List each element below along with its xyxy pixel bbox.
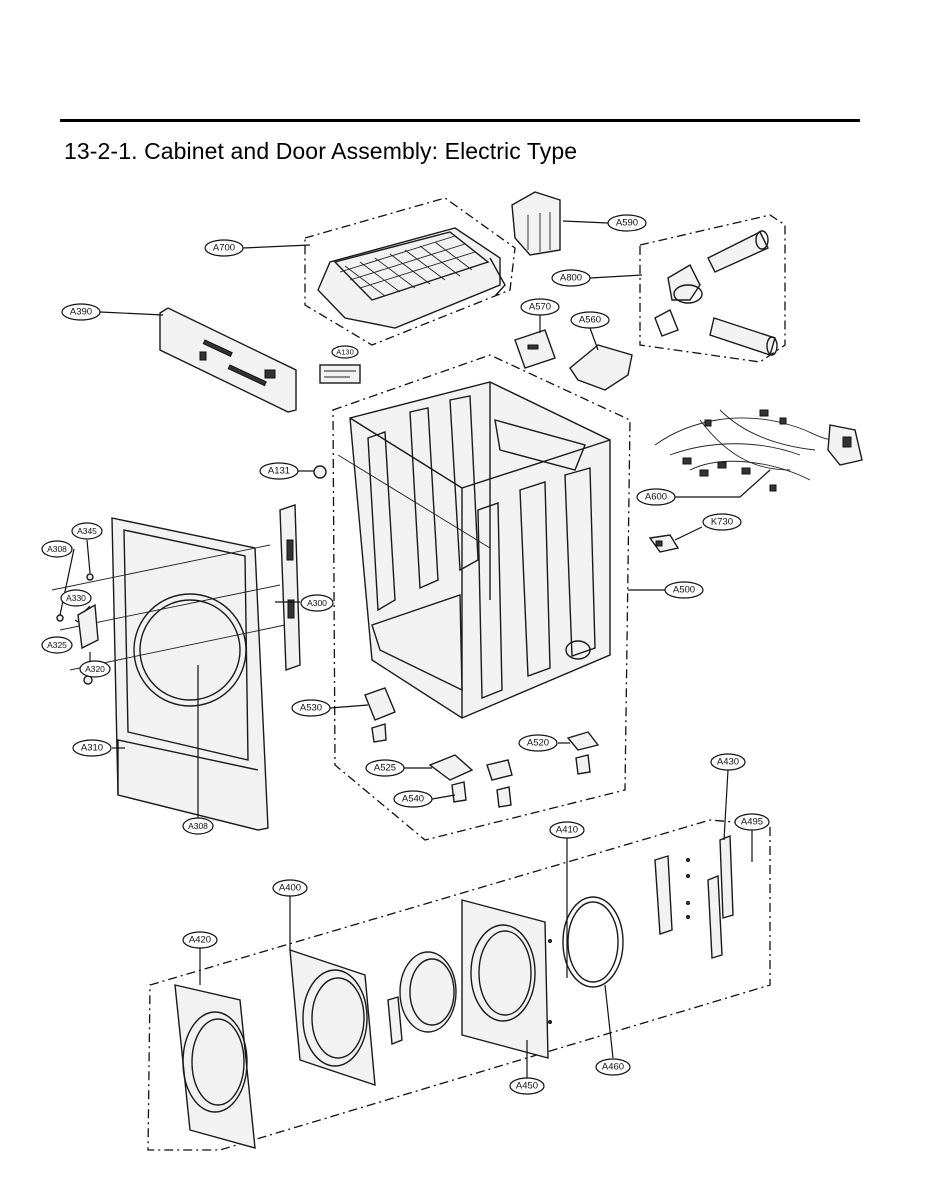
callout-a500: A500 bbox=[664, 581, 704, 599]
callout-a330: A330 bbox=[60, 589, 92, 607]
hinge-a430-part bbox=[548, 834, 734, 1024]
svg-text:A460: A460 bbox=[602, 1062, 624, 1073]
svg-text:A325: A325 bbox=[47, 640, 67, 650]
callout-a131: A131 bbox=[259, 462, 299, 480]
wire-harness-part bbox=[654, 409, 863, 492]
svg-text:A308: A308 bbox=[47, 544, 67, 554]
callout-a345: A345 bbox=[71, 522, 103, 540]
knob-a131-part bbox=[313, 465, 327, 479]
callout-a530: A530 bbox=[291, 699, 331, 717]
svg-text:A400: A400 bbox=[279, 883, 301, 894]
callout-a570: A570 bbox=[520, 298, 560, 316]
svg-text:A430: A430 bbox=[717, 757, 739, 768]
cabinet-group-outline bbox=[332, 354, 631, 841]
callout-a410: A410 bbox=[549, 821, 585, 839]
svg-text:A330: A330 bbox=[66, 593, 86, 603]
switch-k730-part bbox=[648, 534, 680, 553]
callout-a430: A430 bbox=[710, 753, 746, 771]
foot-a530-part bbox=[364, 687, 396, 743]
callout-a590: A590 bbox=[607, 214, 647, 232]
svg-text:A590: A590 bbox=[616, 218, 638, 229]
bracket-a570-part bbox=[514, 329, 556, 369]
callout-k730: K730 bbox=[702, 513, 742, 531]
foot-a540-part bbox=[451, 781, 512, 808]
svg-text:A495: A495 bbox=[741, 817, 763, 828]
callout-a520: A520 bbox=[518, 734, 558, 752]
svg-text:A520: A520 bbox=[527, 738, 549, 749]
svg-text:A410: A410 bbox=[556, 825, 578, 836]
label-a130-part bbox=[319, 364, 361, 384]
svg-text:A600: A600 bbox=[645, 492, 667, 503]
duct-group-outline bbox=[639, 214, 786, 363]
door-panel-a400-part bbox=[289, 948, 376, 1087]
svg-text:A500: A500 bbox=[673, 585, 695, 596]
callout-a450: A450 bbox=[509, 1077, 545, 1095]
svg-text:A131: A131 bbox=[268, 466, 290, 477]
svg-text:A800: A800 bbox=[560, 273, 582, 284]
callout-a325: A325 bbox=[41, 636, 73, 654]
door-gasket-a460-part bbox=[562, 896, 624, 988]
leader-lines bbox=[59, 220, 771, 1078]
svg-text:A308: A308 bbox=[188, 821, 208, 831]
top-cover-part bbox=[317, 227, 506, 329]
svg-text:K730: K730 bbox=[711, 517, 733, 528]
callout-a800: A800 bbox=[551, 269, 591, 287]
foot-a520-part bbox=[566, 731, 600, 775]
callout-a560: A560 bbox=[570, 311, 610, 329]
callout-a600: A600 bbox=[636, 488, 676, 506]
callout-a525: A525 bbox=[365, 759, 405, 777]
control-bracket-part bbox=[159, 307, 297, 413]
svg-text:A420: A420 bbox=[189, 935, 211, 946]
svg-text:A310: A310 bbox=[81, 743, 103, 754]
door-group-outline bbox=[147, 819, 771, 1151]
top-cover-group-outline bbox=[304, 197, 516, 346]
callout-a390: A390 bbox=[61, 303, 101, 321]
svg-text:A450: A450 bbox=[516, 1081, 538, 1092]
door-frame-a420-part bbox=[174, 984, 256, 1149]
callout-a540: A540 bbox=[393, 790, 433, 808]
door-inner-frame-a450-part bbox=[461, 899, 549, 1059]
callout-a308-top: A308 bbox=[41, 540, 73, 558]
callout-a420: A420 bbox=[182, 931, 218, 949]
vent-a560-part bbox=[569, 344, 633, 391]
page-title: 13-2-1. Cabinet and Door Assembly: Elect… bbox=[64, 138, 578, 164]
svg-text:A300: A300 bbox=[307, 598, 327, 608]
side-bracket-part bbox=[279, 504, 301, 671]
svg-text:A560: A560 bbox=[579, 315, 601, 326]
svg-text:A130: A130 bbox=[336, 348, 354, 357]
callout-a300: A300 bbox=[300, 594, 334, 612]
svg-text:A345: A345 bbox=[77, 526, 97, 536]
title-rule bbox=[60, 119, 860, 122]
svg-text:A540: A540 bbox=[402, 794, 424, 805]
bracket-a590-part bbox=[511, 191, 561, 256]
svg-text:A570: A570 bbox=[529, 302, 551, 313]
callout-a130: A130 bbox=[331, 345, 359, 359]
svg-text:A530: A530 bbox=[300, 703, 322, 714]
svg-text:A320: A320 bbox=[85, 664, 105, 674]
svg-text:A525: A525 bbox=[374, 763, 396, 774]
callout-a400: A400 bbox=[272, 879, 308, 897]
callout-a310: A310 bbox=[72, 739, 112, 757]
svg-text:A390: A390 bbox=[70, 307, 92, 318]
cabinet-part bbox=[337, 381, 611, 719]
front-panel-part bbox=[51, 517, 286, 831]
svg-text:A700: A700 bbox=[213, 243, 235, 254]
callout-a308-bottom: A308 bbox=[182, 817, 214, 835]
callout-a460: A460 bbox=[595, 1058, 631, 1076]
callout-a320: A320 bbox=[79, 660, 111, 678]
door-glass-part bbox=[387, 951, 457, 1045]
callout-a495: A495 bbox=[734, 813, 770, 831]
hinge-assembly-part bbox=[56, 573, 99, 685]
foot-a525-part bbox=[428, 754, 513, 781]
exhaust-duct-part bbox=[654, 230, 778, 356]
callout-a700: A700 bbox=[204, 239, 244, 257]
